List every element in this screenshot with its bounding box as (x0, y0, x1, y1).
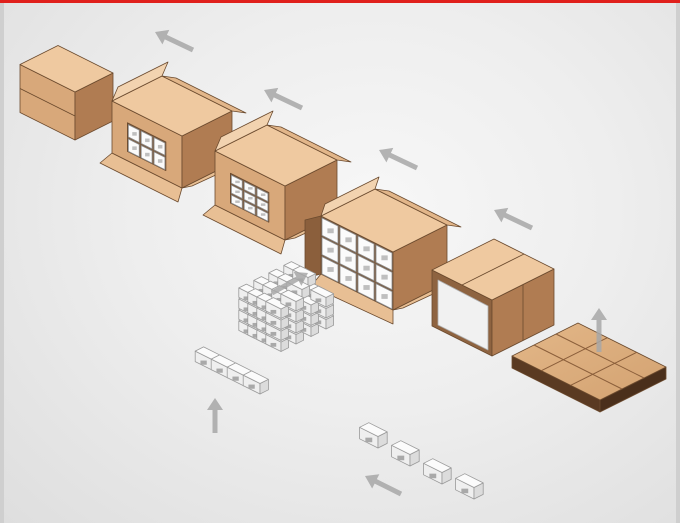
flow-arrow-icon (155, 29, 195, 53)
flow-arrow-icon (591, 308, 607, 352)
flow-arrow-icon (207, 398, 223, 433)
product-row-icon (194, 346, 269, 395)
right-frame-edge (676, 3, 680, 523)
flow-arrow-icon (365, 474, 403, 497)
erected-carton-sleeve-icon (431, 238, 555, 357)
left-frame-edge (0, 3, 4, 523)
pallet-base-icon (511, 322, 667, 413)
flow-arrow-icon (494, 207, 534, 231)
top-accent-bar (0, 0, 680, 3)
closed-carton-icon (19, 45, 114, 141)
single-product-icon (455, 473, 484, 500)
single-product-icon (359, 422, 388, 449)
flow-arrow-icon (270, 271, 308, 296)
single-product-icon (391, 440, 420, 467)
product-stack-icon (238, 261, 335, 352)
flow-arrow-icon (379, 147, 419, 171)
flow-arrow-icon (264, 87, 304, 111)
single-product-icon (423, 458, 452, 485)
